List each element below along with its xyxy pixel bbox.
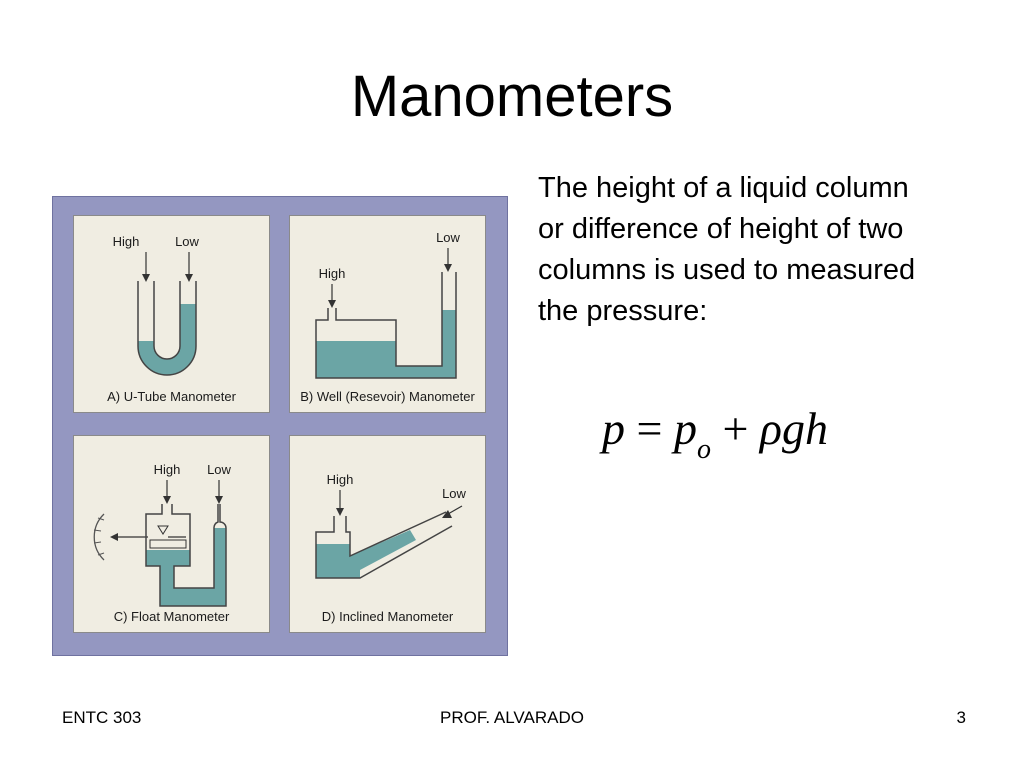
equation-rho: ρ [759, 403, 782, 454]
footer-page-number: 3 [956, 708, 966, 727]
manometer-figure: High Low A) U-Tube Manometer High Low [52, 196, 508, 656]
panel-u-tube: High Low A) U-Tube Manometer [73, 215, 270, 413]
inclined-high-label: High [327, 472, 354, 487]
float-low-label: Low [207, 462, 231, 477]
float-high-label: High [154, 462, 181, 477]
well-diagram: High Low [315, 230, 461, 379]
equation-plus: + [722, 403, 749, 454]
u-tube-diagram: High Low [113, 234, 200, 376]
float-diagram: High Low [93, 462, 232, 607]
panel-inclined: High Low D) Inclined Manometer [289, 435, 486, 633]
inclined-caption: D) Inclined Manometer [321, 609, 454, 624]
float-caption: C) Float Manometer [113, 609, 230, 624]
panel-well: High Low B) Well (Resevoir) Manometer [289, 215, 486, 413]
equation-p0: p [673, 403, 697, 454]
footer-professor: PROF. ALVARADO [440, 708, 584, 727]
footer-course: ENTC 303 [62, 708, 142, 727]
panel-float: High Low C) Float Manometer [73, 435, 270, 633]
well-low-label: Low [436, 230, 460, 245]
slide-body-text: The height of a liquid column or differe… [538, 172, 916, 327]
equation-gh: gh [782, 403, 828, 454]
equation-p: p [602, 403, 625, 454]
equation-equals: = [636, 403, 663, 454]
slide-title: Manometers [350, 64, 674, 129]
well-caption: B) Well (Resevoir) Manometer [300, 389, 475, 404]
inclined-diagram: High Low [315, 472, 467, 579]
well-high-label: High [319, 266, 346, 281]
pressure-equation: p = po + ρgh [602, 402, 828, 465]
u-tube-caption: A) U-Tube Manometer [107, 389, 236, 404]
u-tube-high-label: High [113, 234, 140, 249]
inclined-low-label: Low [442, 486, 466, 501]
equation-sub-o: o [696, 434, 711, 465]
u-tube-low-label: Low [175, 234, 199, 249]
